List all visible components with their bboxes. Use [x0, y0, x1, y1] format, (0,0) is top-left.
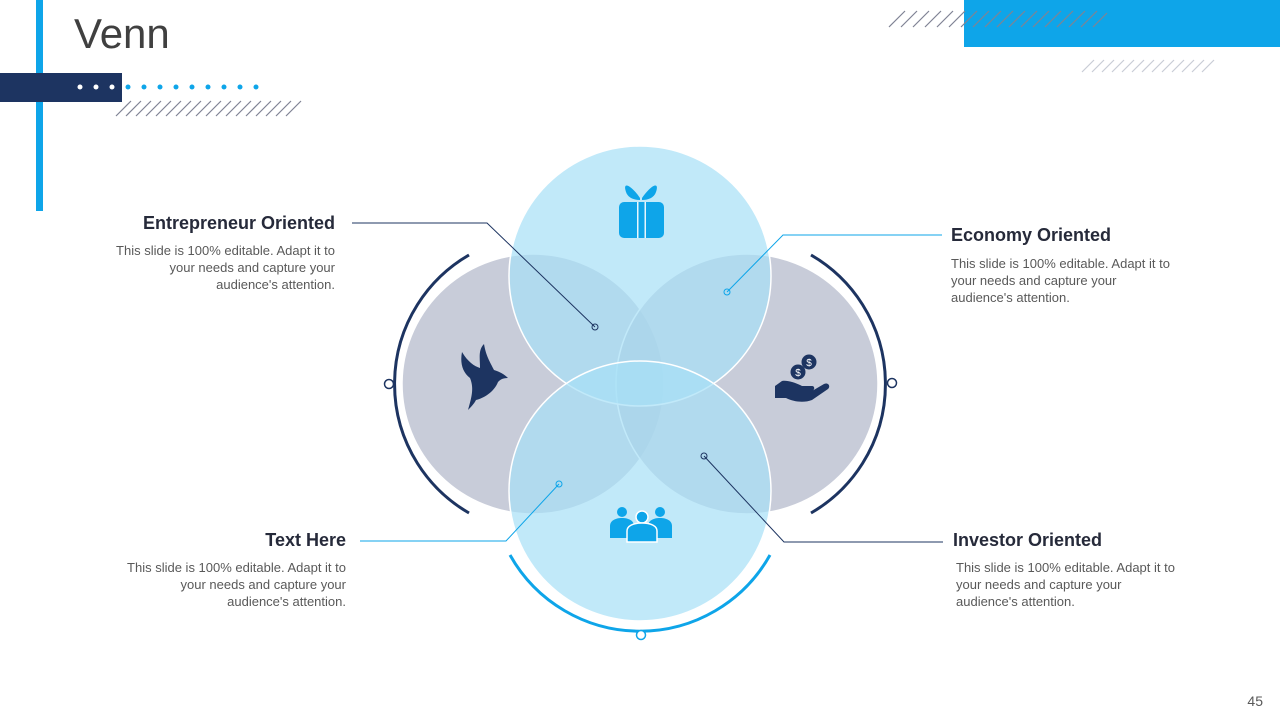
label-title-entrepreneur: Entrepreneur Oriented — [142, 213, 335, 233]
navy-header-block — [0, 73, 122, 102]
right-arc-node — [886, 377, 898, 389]
label-desc-text-here: This slide is 100% editable. Adapt it to… — [127, 560, 346, 609]
leader-bottom-left-dot — [555, 480, 563, 488]
page-number: 45 — [1247, 693, 1263, 709]
leader-bottom-right-dot — [700, 452, 708, 460]
leader-top-right — [726, 234, 942, 293]
hatch-lines-right — [1081, 59, 1215, 73]
money-hand-icon: $ $ — [775, 354, 830, 402]
dove-icon — [461, 344, 508, 410]
label-desc-investor: This slide is 100% editable. Adapt it to… — [956, 560, 1175, 609]
bottom-circle — [508, 360, 772, 622]
label-desc-entrepreneur: This slide is 100% editable. Adapt it to… — [116, 243, 335, 292]
right-outer-arc — [810, 253, 887, 515]
label-title-investor: Investor Oriented — [953, 530, 1103, 550]
leader-bottom-left — [360, 483, 560, 542]
label-title-economy: Economy Oriented — [951, 225, 1112, 245]
top-right-blue-block — [964, 0, 1280, 47]
left-outer-arc — [393, 253, 470, 515]
leader-top-left-dot — [591, 323, 599, 331]
gift-icon — [619, 185, 664, 238]
hatch-lines-top — [888, 10, 1108, 28]
hatch-lines-left — [115, 100, 302, 117]
label-title-text-here: Text Here — [265, 530, 346, 550]
left-arc-node — [383, 378, 395, 390]
page-title: Venn — [74, 10, 170, 57]
leader-bottom-right — [703, 455, 943, 543]
dot-row — [77, 84, 259, 90]
leader-top-right-dot — [723, 288, 731, 296]
svg-text:$: $ — [806, 358, 812, 369]
svg-text:$: $ — [795, 368, 801, 379]
label-desc-economy: This slide is 100% editable. Adapt it to… — [951, 256, 1170, 305]
team-icon — [610, 507, 672, 543]
left-vertical-bar — [36, 0, 43, 211]
bottom-arc-node — [635, 629, 647, 641]
leader-top-left — [352, 222, 596, 328]
